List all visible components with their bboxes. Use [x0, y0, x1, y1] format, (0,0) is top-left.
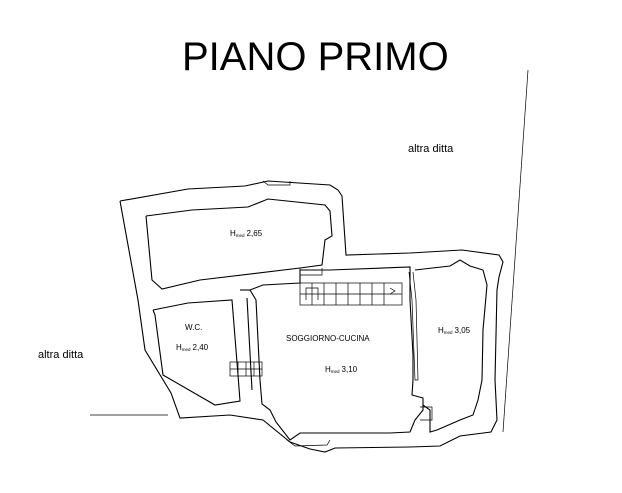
exterior-walls — [119, 180, 504, 453]
room-north-height-prefix: H — [230, 229, 236, 238]
room-living-height-sub: med — [331, 369, 340, 374]
room-wc-name: W.C. — [185, 323, 202, 332]
small-stair — [229, 361, 263, 377]
room-north-height-value: 2,65 — [247, 229, 263, 238]
staircase — [299, 282, 403, 306]
room-living-name: SOGGIORNO-CUCINA — [286, 334, 370, 343]
plan-title: PIANO PRIMO — [182, 35, 449, 79]
room-living-height-prefix: H — [325, 365, 331, 374]
room-wc-height-prefix: H — [176, 343, 182, 352]
interior-walls — [152, 180, 488, 447]
room-wc-height-value: 2,40 — [193, 343, 209, 352]
room-east-height-value: 3,05 — [455, 326, 471, 335]
neighbor-label-top-right: altra ditta — [408, 143, 454, 155]
room-east-height-sub: med — [444, 330, 453, 335]
room-east-height-prefix: H — [438, 326, 444, 335]
room-north-height-sub: med — [236, 233, 245, 238]
neighbor-label-left: altra ditta — [38, 349, 84, 361]
property-boundary — [90, 69, 529, 433]
room-wc-height-sub: med — [182, 347, 191, 352]
room-living-height-value: 3,10 — [342, 365, 358, 374]
